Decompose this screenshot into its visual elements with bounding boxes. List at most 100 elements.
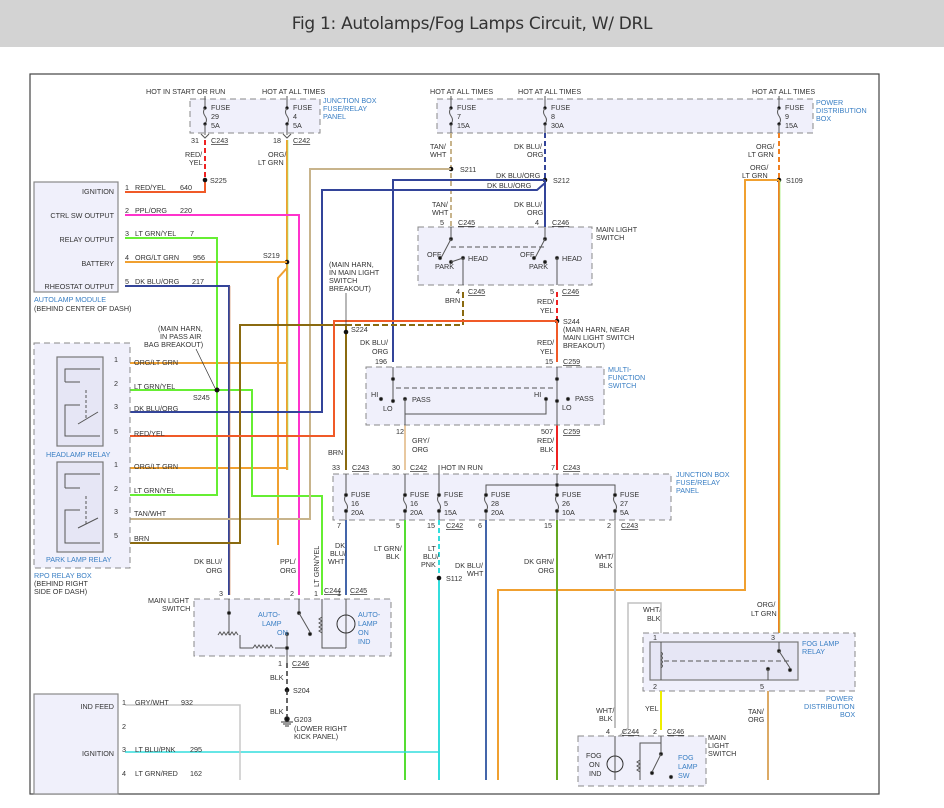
svg-text:4: 4 — [535, 218, 539, 227]
fuse-7 — [449, 96, 453, 133]
svg-text:FUSE: FUSE — [562, 490, 581, 499]
svg-text:FUSE: FUSE — [551, 103, 570, 112]
svg-text:ON: ON — [358, 628, 369, 637]
svg-text:2: 2 — [607, 521, 611, 530]
svg-text:IND FEED: IND FEED — [80, 702, 114, 711]
svg-text:BREAKOUT): BREAKOUT) — [563, 341, 605, 350]
svg-text:217: 217 — [192, 277, 204, 286]
svg-text:C246: C246 — [552, 218, 569, 227]
svg-text:ORG: ORG — [280, 566, 297, 575]
svg-text:OFF: OFF — [520, 250, 535, 259]
svg-text:162: 162 — [190, 769, 202, 778]
main-light-switch-internals — [437, 227, 560, 285]
svg-text:7: 7 — [457, 112, 461, 121]
svg-text:33: 33 — [332, 463, 340, 472]
svg-text:BOX: BOX — [816, 114, 831, 123]
svg-text:HEAD: HEAD — [562, 254, 582, 263]
svg-text:507: 507 — [541, 427, 553, 436]
svg-text:BLK: BLK — [386, 552, 400, 561]
svg-text:FUSE: FUSE — [444, 490, 463, 499]
svg-text:DK BLU/: DK BLU/ — [194, 557, 222, 566]
svg-text:9: 9 — [785, 112, 789, 121]
svg-text:6: 6 — [478, 521, 482, 530]
lower-module — [33, 693, 119, 795]
svg-text:7: 7 — [190, 229, 194, 238]
svg-text:DK BLU/ORG: DK BLU/ORG — [496, 171, 541, 180]
svg-text:1: 1 — [653, 633, 657, 642]
svg-text:FUSE: FUSE — [293, 103, 312, 112]
svg-text:DISTRIBUTION: DISTRIBUTION — [816, 106, 867, 115]
svg-text:5A: 5A — [620, 508, 629, 517]
svg-text:295: 295 — [190, 745, 202, 754]
svg-text:BAG BREAKOUT): BAG BREAKOUT) — [144, 340, 203, 349]
svg-text:FUSE/RELAY: FUSE/RELAY — [676, 478, 720, 487]
svg-text:4: 4 — [606, 727, 610, 736]
svg-text:HOT IN RUN: HOT IN RUN — [441, 463, 483, 472]
lower-module-pins: IND FEED 1 GRY/WHT 932 2 IGNITION 3 LT B… — [80, 698, 202, 778]
svg-text:LT BLU/PNK: LT BLU/PNK — [135, 745, 176, 754]
svg-text:C244: C244 — [622, 727, 639, 736]
park-lamp-relay-internals — [64, 473, 100, 544]
svg-text:S112: S112 — [446, 574, 462, 583]
junction-box-mid-fuse-labels: FUSE 16 20A FUSE 16 20A FUSE 5 15A FUSE … — [337, 490, 639, 530]
svg-text:IND: IND — [358, 637, 370, 646]
svg-text:PASS: PASS — [412, 395, 431, 404]
svg-text:BLU/: BLU/ — [423, 552, 439, 561]
svg-text:LT GRN: LT GRN — [748, 150, 774, 159]
svg-text:1: 1 — [278, 659, 282, 668]
svg-text:MAIN LIGHT SWITCH: MAIN LIGHT SWITCH — [563, 333, 634, 342]
svg-text:LT GRN/YEL: LT GRN/YEL — [134, 382, 175, 391]
svg-text:3: 3 — [122, 745, 126, 754]
svg-text:CTRL SW OUTPUT: CTRL SW OUTPUT — [50, 211, 114, 220]
svg-text:196: 196 — [375, 357, 387, 366]
svg-text:FOG: FOG — [678, 753, 694, 762]
svg-text:ORG: ORG — [206, 566, 223, 575]
fog-lamp-switch-section — [577, 735, 707, 787]
svg-text:956: 956 — [193, 253, 205, 262]
svg-text:BRN: BRN — [328, 448, 343, 457]
junction-box-label: PANEL — [323, 112, 346, 121]
svg-text:SWITCH: SWITCH — [596, 233, 624, 242]
svg-text:POWER: POWER — [816, 98, 843, 107]
svg-text:MAIN LIGHT: MAIN LIGHT — [148, 596, 190, 605]
svg-text:BLK: BLK — [599, 561, 613, 570]
svg-text:PANEL: PANEL — [676, 486, 699, 495]
svg-text:5: 5 — [396, 521, 400, 530]
main-light-switch — [417, 226, 593, 286]
svg-text:S211: S211 — [460, 165, 476, 174]
svg-text:5A: 5A — [293, 121, 302, 130]
svg-text:TAN/: TAN/ — [748, 707, 764, 716]
svg-text:C259: C259 — [563, 357, 580, 366]
svg-text:1: 1 — [114, 355, 118, 364]
figure-title: Fig 1: Autolamps/Fog Lamps Circuit, W/ D… — [291, 13, 653, 34]
svg-text:FUSE: FUSE — [351, 490, 370, 499]
svg-text:BOX: BOX — [840, 710, 855, 719]
svg-text:5A: 5A — [211, 121, 220, 130]
svg-text:18: 18 — [273, 136, 281, 145]
svg-text:ON: ON — [589, 760, 600, 769]
svg-text:TAN/: TAN/ — [430, 142, 446, 151]
junction-box-label: FUSE/RELAY — [323, 104, 367, 113]
svg-text:FUSE: FUSE — [491, 490, 510, 499]
fuse-4 — [282, 96, 292, 139]
svg-text:MULTI-: MULTI- — [608, 365, 632, 374]
svg-text:28: 28 — [491, 499, 499, 508]
power-label: HOT AT ALL TIMES — [430, 87, 493, 96]
svg-text:C243: C243 — [621, 521, 638, 530]
svg-text:S219: S219 — [263, 251, 280, 260]
svg-text:DISTRIBUTION: DISTRIBUTION — [804, 702, 855, 711]
svg-text:5: 5 — [114, 427, 118, 436]
svg-text:5: 5 — [550, 287, 554, 296]
svg-text:DK BLU/: DK BLU/ — [514, 142, 542, 151]
headlamp-relay-pins: 1 ORG/LT GRN 2 LT GRN/YEL 3 DK BLU/ORG 5… — [114, 355, 179, 438]
svg-text:C242: C242 — [410, 463, 427, 472]
svg-text:ON: ON — [277, 628, 288, 637]
fuse-9 — [777, 96, 781, 133]
wire-ppl-org — [125, 214, 300, 595]
svg-text:ORG/LT GRN: ORG/LT GRN — [134, 462, 178, 471]
svg-text:ORG/: ORG/ — [756, 142, 774, 151]
svg-text:HEAD: HEAD — [468, 254, 488, 263]
svg-text:RED/: RED/ — [185, 150, 202, 159]
svg-text:2: 2 — [125, 206, 129, 215]
svg-text:G203: G203 — [294, 715, 312, 724]
